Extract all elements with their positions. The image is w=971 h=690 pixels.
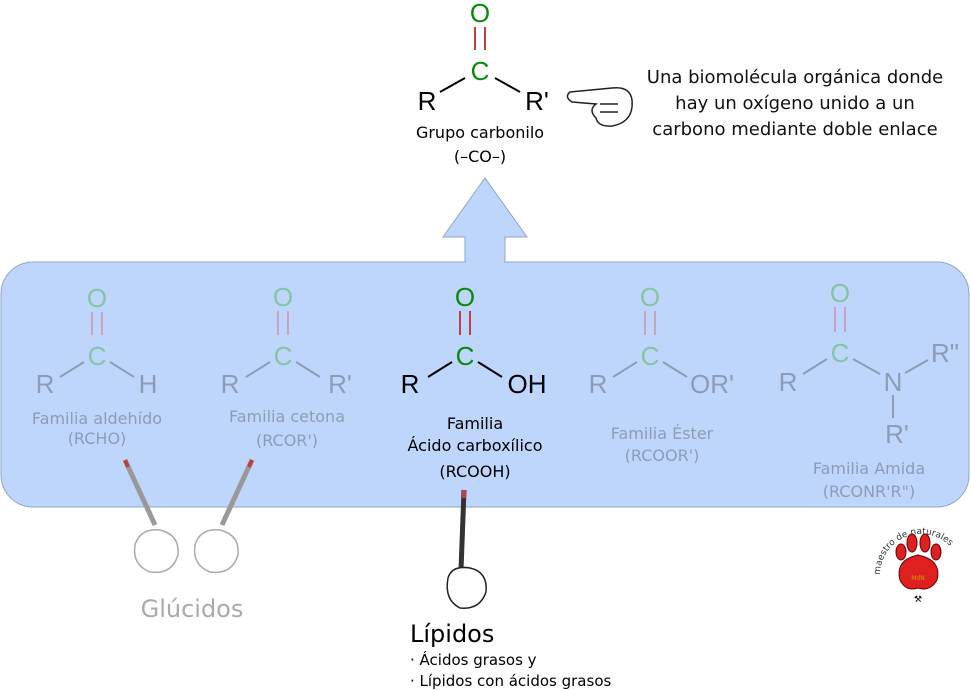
bond-line	[612, 361, 638, 378]
family-ester: O C R OR' Familia Éster (RCOOR')	[589, 282, 734, 465]
atom-label: N	[884, 367, 903, 397]
family-aldehyde: O C R H Familia aldehído (RCHO)	[32, 283, 162, 448]
bond-line	[295, 361, 321, 378]
atom-label: R	[36, 369, 55, 399]
atom-label: C	[274, 341, 293, 371]
r-prime-atom: R'	[525, 86, 549, 116]
bond-line	[245, 361, 271, 378]
atom-label: ⚒	[914, 595, 922, 605]
glucidos-label: Glúcidos	[141, 595, 244, 623]
atom-label: O	[640, 282, 660, 312]
lipidos-title: Lípidos	[410, 620, 494, 648]
family-ketone: O C R R' Familia cetona (RCOR')	[221, 282, 352, 450]
family-formula: (RCOOH)	[439, 462, 510, 481]
atom-label: C	[641, 341, 660, 371]
atom-label: MdN	[911, 575, 924, 582]
bond-line	[458, 489, 467, 571]
atom-label: OH	[508, 369, 547, 399]
atom-label: O	[273, 282, 293, 312]
atom-label: R'	[328, 369, 352, 399]
atom-label: O	[830, 278, 850, 308]
atom-label: R	[401, 369, 420, 399]
lipidos-item: · Ácidos grasos y	[410, 650, 537, 669]
up-arrow	[442, 177, 528, 266]
atom-label: R	[779, 367, 798, 397]
bond-line	[123, 459, 130, 468]
atom-label: R	[221, 369, 240, 399]
carbonyl-group: O C R R' Grupo carbonilo (–CO–)	[416, 0, 549, 166]
oxygen-atom: O	[470, 0, 490, 28]
pointing-hand-icon	[566, 87, 633, 127]
bond-line	[930, 543, 942, 561]
bond-line	[219, 458, 255, 527]
bond-line	[109, 361, 135, 378]
bond-line	[904, 359, 929, 374]
family-formula: (RCHO)	[68, 429, 127, 448]
bond-line	[59, 361, 85, 378]
lipidos-item: · Lípidos con ácidos grasos	[410, 672, 611, 690]
atom-label: H	[139, 369, 158, 399]
atom-label: OR'	[690, 369, 734, 399]
family-name: Familia Éster	[611, 424, 714, 443]
family-name: Familia Amida	[813, 459, 925, 478]
atom-label: C	[831, 338, 850, 368]
bond-line	[122, 458, 158, 527]
bond-line	[919, 533, 931, 553]
family-formula: (RCOR')	[256, 431, 318, 450]
family-name: Familia cetona	[229, 407, 345, 426]
pointer-hand-lipidos-icon	[446, 489, 487, 609]
atom-label: R'	[885, 419, 909, 449]
atom-label: C	[456, 341, 475, 371]
description-line-3: carbono mediante doble enlace	[652, 119, 937, 140]
atom-label: R	[589, 369, 608, 399]
carbon-atom: C	[471, 56, 490, 86]
maestro-de-naturales-logo: MdN maestro de naturales ⚒	[873, 527, 955, 605]
atom-label: C	[88, 341, 107, 371]
bond-line	[439, 77, 466, 93]
family-carboxylic-acid: O C R OH Familia Ácido carboxílico (RCOO…	[401, 282, 547, 481]
bond-line	[852, 358, 881, 375]
atom-label: O	[87, 283, 107, 313]
bond-line	[477, 361, 503, 378]
description-line-2: hay un oxígeno unido a un	[675, 93, 915, 114]
bond-line	[662, 361, 688, 378]
atom-label: O	[455, 282, 475, 312]
family-name: Familia aldehído	[32, 409, 162, 428]
family-name-2: Ácido carboxílico	[408, 436, 543, 455]
family-name: Familia	[447, 414, 503, 433]
r-atom: R	[418, 86, 437, 116]
description-line-1: Una biomolécula orgánica donde	[647, 67, 943, 88]
bond-line	[906, 533, 918, 553]
bond-line	[427, 361, 453, 378]
group-formula: (–CO–)	[454, 147, 506, 166]
bond-line	[494, 77, 521, 93]
pointer-hands-glucidos-icon	[122, 458, 255, 574]
family-formula: (RCONR'R")	[823, 482, 916, 501]
family-formula: (RCOOR')	[625, 446, 700, 465]
bond-line	[895, 543, 907, 561]
group-name: Grupo carbonilo	[416, 123, 544, 142]
atom-label: R"	[931, 338, 959, 368]
bond-line	[247, 459, 254, 468]
bond-line	[802, 358, 828, 375]
family-amide: O C R N R" R' Familia Amida (RCONR'R")	[779, 278, 959, 501]
